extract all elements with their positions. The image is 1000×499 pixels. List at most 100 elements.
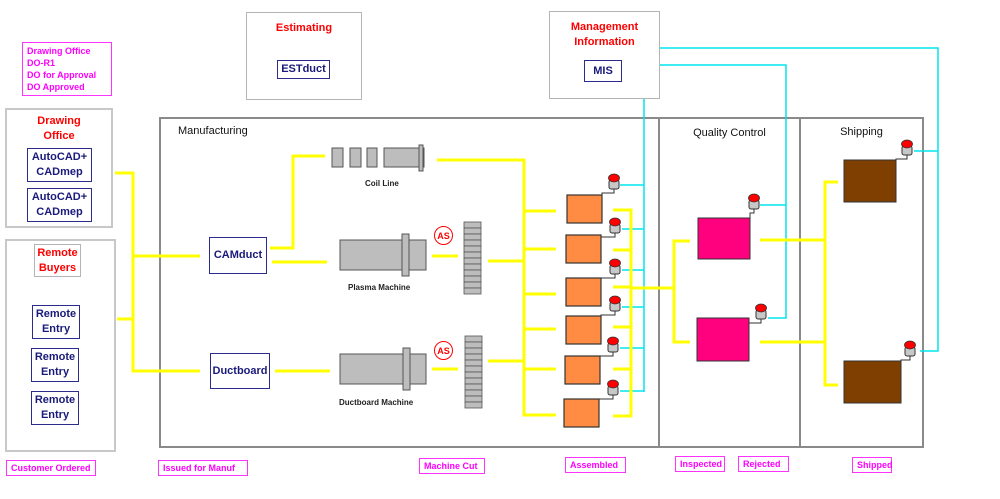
rack-slat [463, 251, 482, 259]
status-machine-cut: Machine Cut [419, 458, 485, 474]
rack-slat [463, 269, 482, 277]
legend-item: DO for Approval [27, 70, 97, 80]
shipping-zone [799, 117, 924, 448]
beacon-light-icon [748, 193, 760, 218]
legend-item: DO-R1 [27, 58, 56, 68]
data-lines [620, 47, 939, 392]
quality-control-zone [658, 117, 801, 448]
rack-slat [464, 341, 483, 349]
flow-line-shipping-bus [823, 180, 838, 387]
data-line-qc-main [659, 64, 787, 319]
plasma-machine-caption: Plasma Machine [348, 283, 411, 292]
status-legend: Drawing Office DO-R1 DO for Approval DO … [22, 42, 112, 96]
flow-line-assembly-bus [437, 158, 556, 417]
beacon-light-icon [600, 295, 621, 316]
assembly-station [566, 194, 603, 224]
beacon-light-icon [599, 379, 619, 400]
assembly-station [565, 234, 602, 264]
flow-line-assembled-bus [613, 208, 633, 418]
estimating-panel: Estimating ESTduct [246, 12, 362, 100]
rack-slat [464, 347, 483, 355]
remote-entry-station[interactable]: Remote Entry [32, 305, 80, 339]
coil-line-caption: Coil Line [365, 179, 399, 188]
coil-line-machine [331, 144, 425, 172]
rack-slat [464, 377, 483, 385]
plasma-rack-icon [463, 221, 482, 295]
inspection-station [697, 217, 751, 260]
rack-slat [464, 359, 483, 367]
shipping-title: Shipping [840, 126, 883, 138]
rack-slat [463, 257, 482, 265]
manufacturing-title: Manufacturing [178, 125, 248, 137]
assembly-station [565, 277, 602, 307]
ductboard-machine-caption: Ductboard Machine [339, 398, 414, 407]
flow-line-input-trunk [115, 171, 200, 373]
status-assembled: Assembled [565, 457, 626, 473]
auto-sort-badge: AS [434, 226, 453, 245]
shipping-stations [843, 159, 902, 404]
rack-slat [463, 275, 482, 283]
estimating-title: Estimating [275, 22, 333, 34]
drawing-office-title: Drawing Office [37, 115, 81, 142]
legend-item: Drawing Office [27, 46, 91, 56]
autocad-cadmep-station[interactable]: AutoCAD+ CADmep [27, 188, 92, 222]
status-rejected: Rejected [738, 456, 789, 472]
quality-control-title: Quality Control [693, 127, 766, 139]
auto-sort-badge: AS [434, 341, 453, 360]
status-customer-ordered: Customer Ordered [6, 460, 96, 476]
status-shipped: Shipped [852, 457, 893, 473]
rack-slat [464, 389, 483, 397]
legend-item: DO Approved [27, 82, 85, 92]
plasma-machine [339, 233, 427, 277]
rack-slat [464, 383, 483, 391]
management-title: Management Information [570, 21, 639, 48]
remote-entry-station[interactable]: Remote Entry [31, 391, 79, 425]
remote-buyers-label: Remote Buyers [34, 244, 81, 277]
beacon-light-icon [600, 217, 621, 238]
data-line-shipping-main [659, 47, 939, 352]
management-information-panel: Management Information MIS [549, 11, 660, 99]
estduct-software[interactable]: ESTduct [277, 60, 330, 79]
flow-line-coil [270, 154, 325, 250]
rack-slat [463, 281, 482, 289]
ductboard-machine [339, 347, 427, 391]
drawing-office-panel: Drawing Office AutoCAD+ CADmep AutoCAD+ … [5, 108, 113, 228]
beacon-light-icon [600, 336, 619, 357]
rack-slat [464, 365, 483, 373]
mis-software[interactable]: MIS [584, 60, 622, 82]
beacon-light-icon [900, 340, 916, 361]
autocad-cadmep-station[interactable]: AutoCAD+ CADmep [27, 148, 92, 182]
rack-slat [463, 227, 482, 235]
assembly-station [563, 398, 600, 428]
remote-panel: Remote Buyers Remote Entry Remote Entry … [5, 239, 116, 452]
ductboard-rack-icon [464, 335, 483, 409]
rack-slat [464, 401, 483, 409]
status-beacons [599, 139, 916, 400]
ductboard-software[interactable]: Ductboard [210, 353, 270, 389]
rack-slat [464, 335, 483, 343]
flow-lines [115, 154, 838, 418]
status-issued-for-manuf: Issued for Manuf [158, 460, 248, 476]
shipping-station [843, 159, 897, 203]
assembly-station [564, 355, 601, 385]
assembly-stations [563, 194, 603, 428]
rack-slat [463, 239, 482, 247]
beacon-light-icon [601, 173, 620, 195]
rack-slat [463, 263, 482, 271]
beacon-light-icon [748, 303, 767, 324]
quality-control-stations [696, 217, 751, 362]
status-inspected: Inspected [675, 456, 725, 472]
rack-slat [464, 371, 483, 379]
flow-line-qc-bus [672, 239, 690, 344]
rack-slat [463, 233, 482, 241]
beacon-light-icon [895, 139, 913, 160]
inspection-station [696, 317, 750, 362]
camduct-software[interactable]: CAMduct [209, 237, 267, 274]
rack-slat [464, 353, 483, 361]
remote-entry-station[interactable]: Remote Entry [31, 348, 79, 382]
shipping-station [843, 360, 902, 404]
beacon-light-icon [601, 258, 621, 279]
assembly-station [565, 315, 602, 345]
rack-slat [463, 287, 482, 295]
